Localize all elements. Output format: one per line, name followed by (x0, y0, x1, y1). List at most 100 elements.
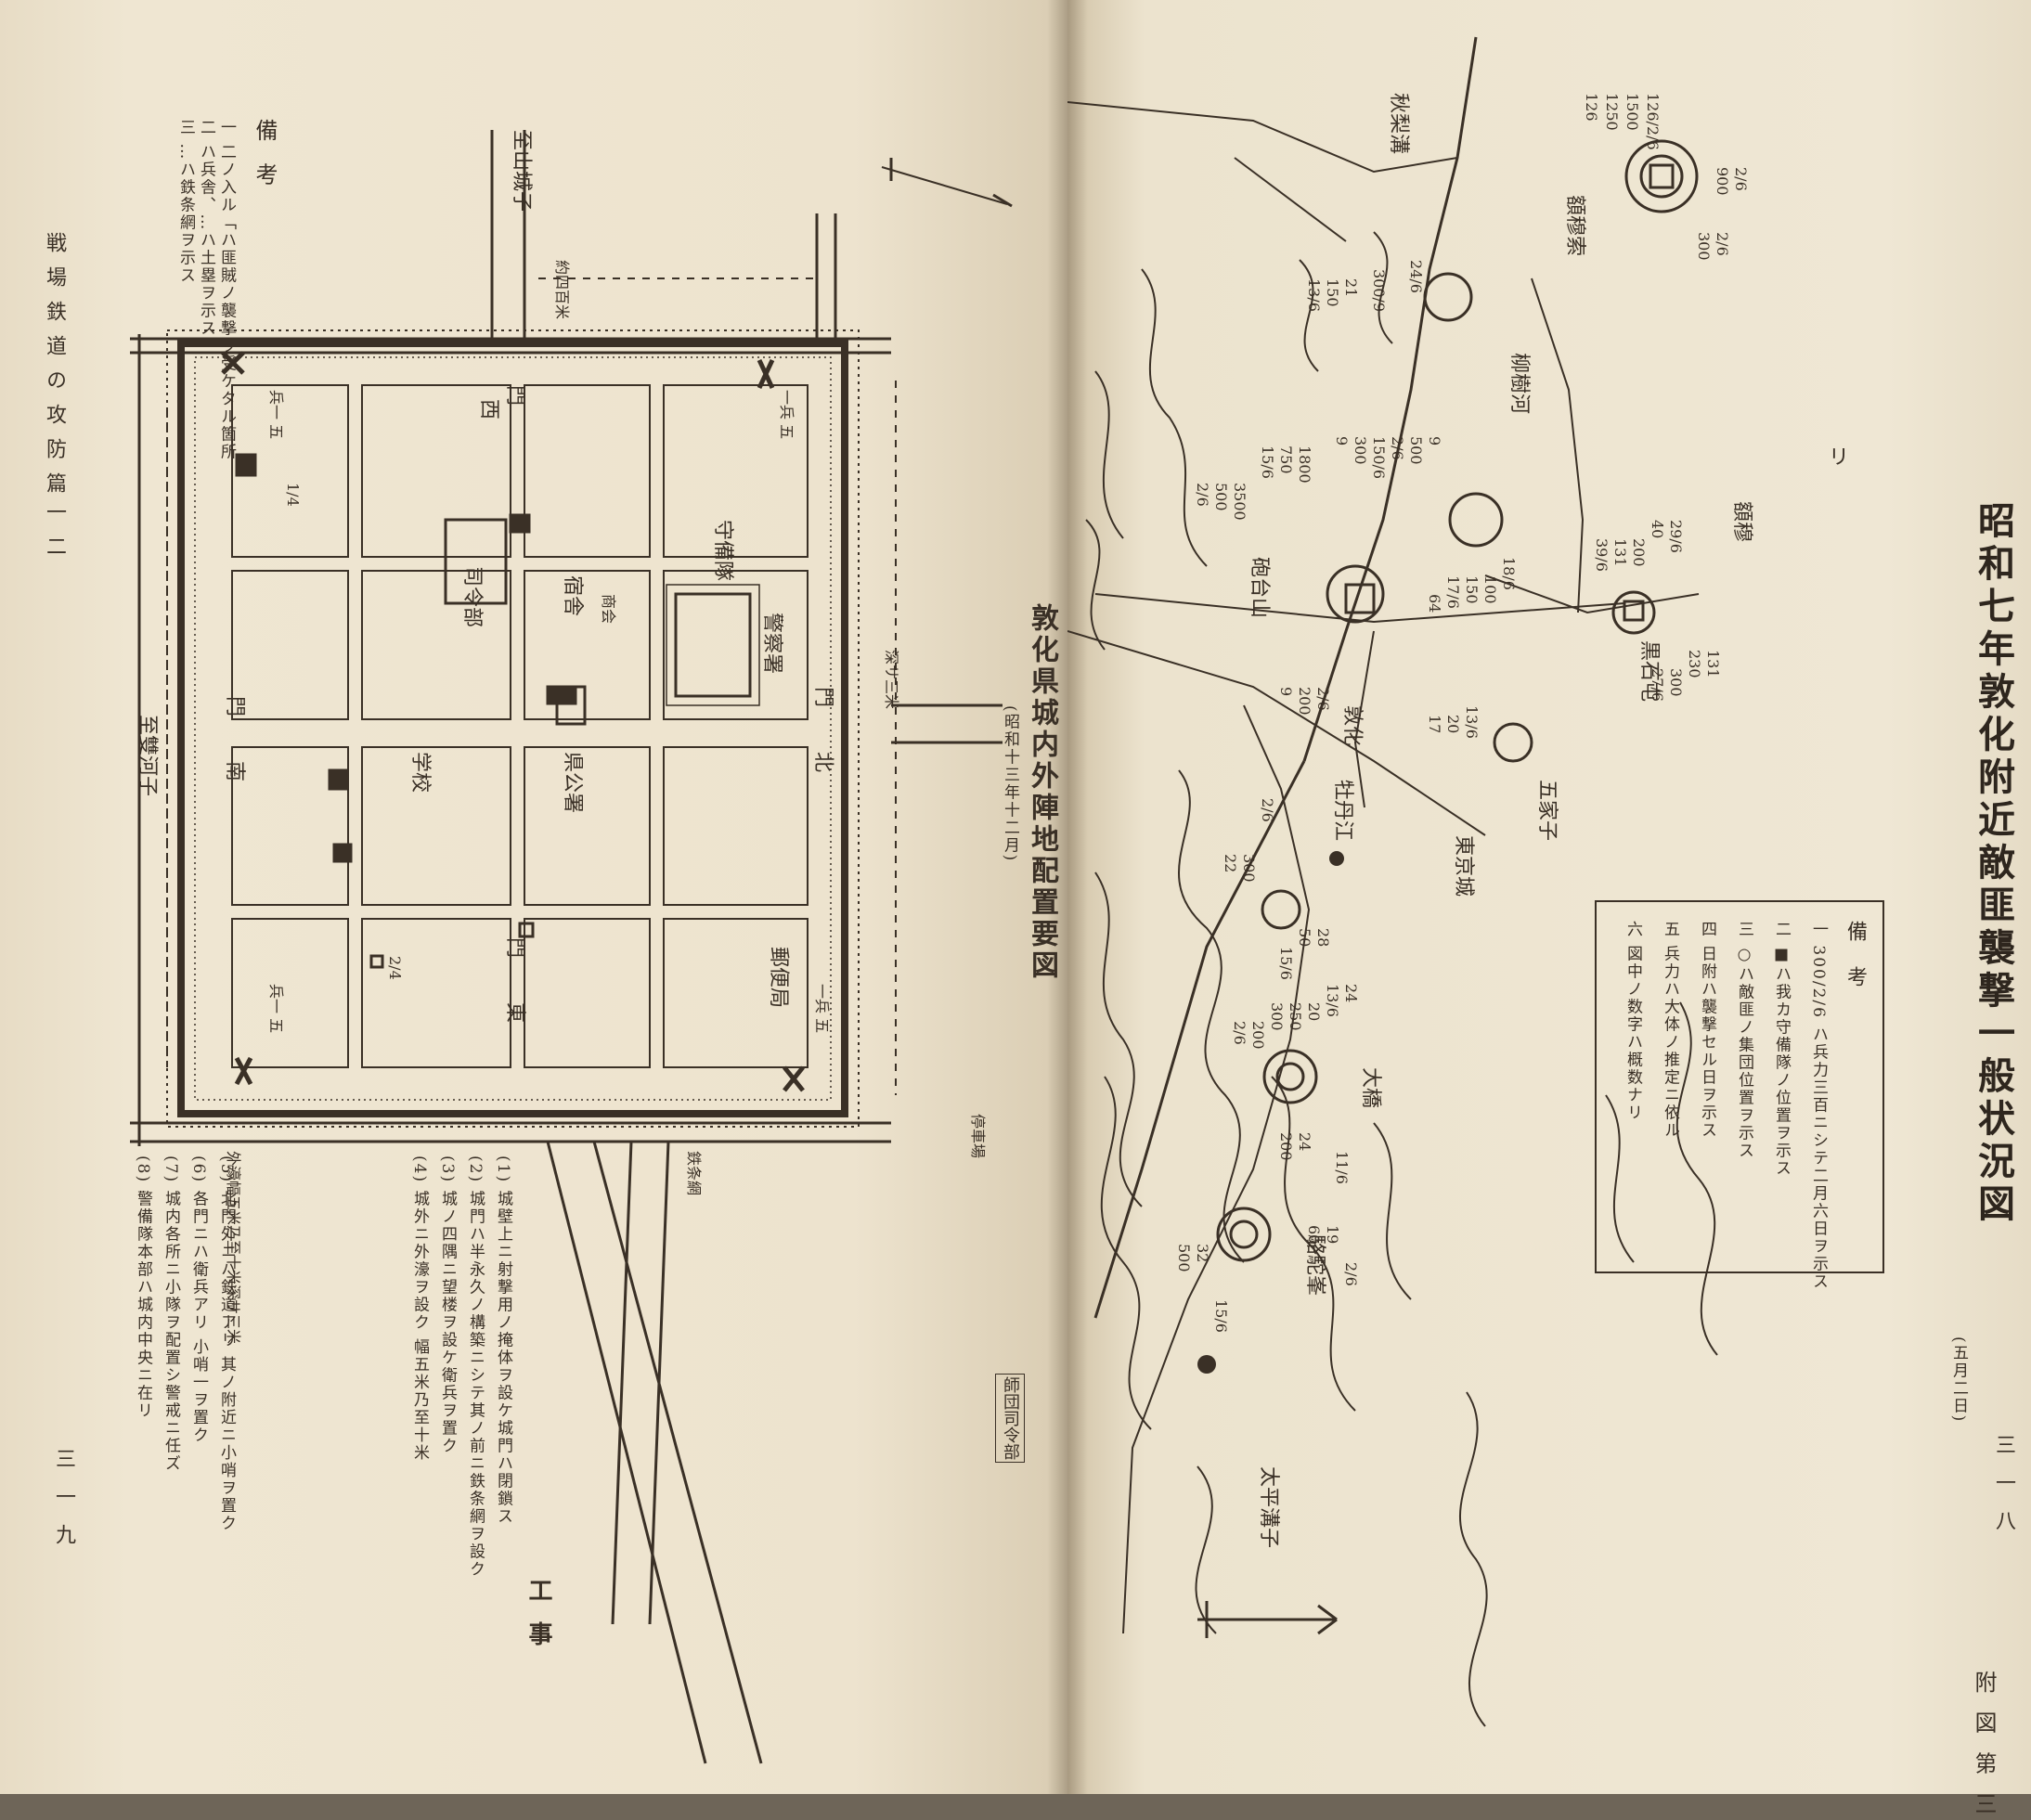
place-6: 黒石屯 (1637, 640, 1661, 702)
stamp: 師団司令部 (995, 1374, 1025, 1463)
svg-text:39/6: 39/6 (1593, 538, 1611, 572)
svg-text:300: 300 (1240, 854, 1258, 883)
legend-heading: 備 考 (1843, 921, 1867, 996)
map-roads (1067, 101, 1700, 1634)
outer-moat (166, 329, 860, 1128)
svg-text:18/6: 18/6 (1500, 557, 1518, 590)
svg-text:9: 9 (1277, 687, 1295, 696)
dimension-arrows (166, 278, 897, 1095)
svg-text:20: 20 (1305, 1002, 1323, 1021)
svg-text:250: 250 (1287, 1002, 1304, 1031)
unit-label-a: 一兵 五 (778, 390, 796, 439)
svg-text:19: 19 (1324, 1225, 1341, 1244)
rivers (1085, 231, 1718, 1727)
place-3: 柳樹河 (1507, 353, 1531, 414)
gate-label-1: 門 (223, 696, 246, 716)
svg-text:27/6: 27/6 (1649, 668, 1666, 702)
svg-text:230: 230 (1686, 650, 1703, 678)
svg-text:1800: 1800 (1296, 445, 1313, 484)
garrison-markers (1197, 163, 1675, 1374)
svg-text:9: 9 (1333, 436, 1351, 445)
legend-line-5: 五 兵力ハ大体ノ推定ニ依ル (1661, 921, 1679, 1140)
svg-text:17: 17 (1426, 715, 1443, 733)
school-label: 学校 (408, 752, 432, 793)
place-8: 五家子 (1535, 780, 1559, 841)
place-9: 牡丹江 (1331, 780, 1354, 841)
svg-text:3500: 3500 (1231, 483, 1248, 521)
place-1: 秋梨溝 (1387, 93, 1410, 154)
works-note-5: (5) 北門外ニハ鉄道アリ 其ノ附近ニ小哨ヲ置ク (217, 1155, 236, 1532)
svg-text:900: 900 (1714, 167, 1731, 196)
svg-text:200: 200 (1249, 1021, 1267, 1050)
svg-text:200: 200 (1277, 1132, 1295, 1161)
svg-text:150: 150 (1463, 575, 1481, 604)
svg-text:2/6: 2/6 (1194, 483, 1211, 507)
works-note-6: (6) 各門ニハ衛兵アリ 小哨一ヲ置ク (189, 1155, 208, 1444)
distance-label: 約四百米 (553, 260, 571, 319)
works-note-4: (4) 城外ニ外濠ヲ設ク 幅五米乃至十米 (410, 1155, 429, 1462)
svg-text:29/6: 29/6 (1667, 520, 1685, 553)
legend-line-3: 三 ○ハ敵匪ノ集団位置ヲ示ス (1735, 921, 1753, 1160)
right-page (1067, 0, 2031, 1794)
svg-text:200: 200 (1296, 687, 1313, 716)
svg-text:11/6: 11/6 (1333, 1151, 1351, 1184)
svg-text:2/6: 2/6 (1714, 232, 1731, 256)
police-label: 警察署 (760, 613, 783, 674)
shop-label: 商会 (600, 594, 617, 624)
svg-text:13/6: 13/6 (1324, 984, 1341, 1017)
post-company-label: 郵便局 (767, 947, 790, 1008)
svg-text:24/6: 24/6 (1407, 260, 1425, 293)
situation-map: 秋梨溝 額穆索 柳樹河 砲台山 敦化 黒石屯 額穆 五家子 牡丹江 東京城 大橋… (1067, 36, 1849, 1727)
gate-label-3: 門 (811, 687, 834, 707)
place-11: 大橋 (1359, 1067, 1382, 1108)
works-heading: 工 事 (524, 1578, 552, 1652)
barracks-label: 宿舎 (561, 575, 584, 616)
place-2: 額穆索 (1563, 195, 1586, 256)
legend-line-2: 二 ■ハ我カ守備隊ノ位置ヲ示ス (1772, 921, 1791, 1178)
city-blocks (231, 384, 809, 1068)
roads (130, 130, 1003, 1764)
svg-text:13/6: 13/6 (1463, 705, 1481, 739)
gate-label-4: 門 (503, 937, 526, 958)
svg-text:300: 300 (1695, 232, 1713, 261)
svg-text:126: 126 (1583, 93, 1600, 122)
garrison-label: 守備隊 (711, 520, 734, 581)
station-label: 停車場 (969, 1114, 987, 1158)
place-7: 額穆 (1730, 501, 1753, 542)
legend-line-1: 一 300/2/6 ハ兵力三百ニシテ二月六日ヲ示ス (1809, 921, 1828, 1291)
legend-line-6: 六 図中ノ数字ハ概数ナリ (1624, 921, 1642, 1122)
west-gate-label: 西 (477, 399, 500, 420)
svg-text:21: 21 (1342, 278, 1360, 297)
svg-text:13/6: 13/6 (1305, 278, 1323, 312)
wire-note: 鉄条網 (685, 1151, 703, 1195)
left-running-head: 戦 場 鉄 道 の 攻 防 篇 (43, 232, 66, 497)
svg-text:40: 40 (1649, 520, 1666, 538)
svg-text:20: 20 (1444, 715, 1462, 733)
place-12: 駱駝峯 (1303, 1234, 1326, 1296)
svg-text:150: 150 (1324, 278, 1341, 307)
east-gate-label: 東 (503, 1002, 526, 1023)
svg-text:131: 131 (1611, 538, 1629, 567)
svg-text:1500: 1500 (1624, 93, 1641, 131)
hq-label: 司令部 (460, 566, 484, 627)
svg-text:1250: 1250 (1603, 93, 1621, 131)
svg-text:15/6: 15/6 (1212, 1299, 1230, 1333)
works-note-2: (2) 城門ハ半永久ノ構築ニシテ其ノ前ニ鉄条網ヲ設ク (466, 1155, 485, 1579)
right-map-title: 昭和七年敦化附近敵匪襲撃一般状況図 (1972, 501, 2015, 1227)
svg-text:2/6: 2/6 (1231, 1021, 1248, 1045)
enemy-positions (1216, 139, 1699, 1262)
svg-text:24: 24 (1296, 1132, 1313, 1151)
right-map-title-suffix: (五月二日) (1949, 1336, 1968, 1424)
svg-text:32: 32 (1194, 1244, 1211, 1262)
svg-text:9: 9 (1426, 436, 1443, 445)
inner-earthwork (194, 356, 832, 1101)
county-office-label: 県公署 (561, 752, 584, 813)
svg-text:500: 500 (1407, 436, 1425, 465)
svg-text:15/6: 15/6 (1259, 445, 1276, 479)
buildings (235, 453, 760, 969)
moat-note: 外濠幅五米乃至十米深サ三米 (225, 1151, 242, 1344)
right-page-number: 三 一 八 (1992, 1434, 2015, 1536)
svg-text:126/2/6: 126/2/6 (1644, 93, 1662, 150)
note-1: 一 二ノ入ル「ハ匪賊ノ襲撃ヲ受ケタル箇所 (217, 119, 236, 461)
